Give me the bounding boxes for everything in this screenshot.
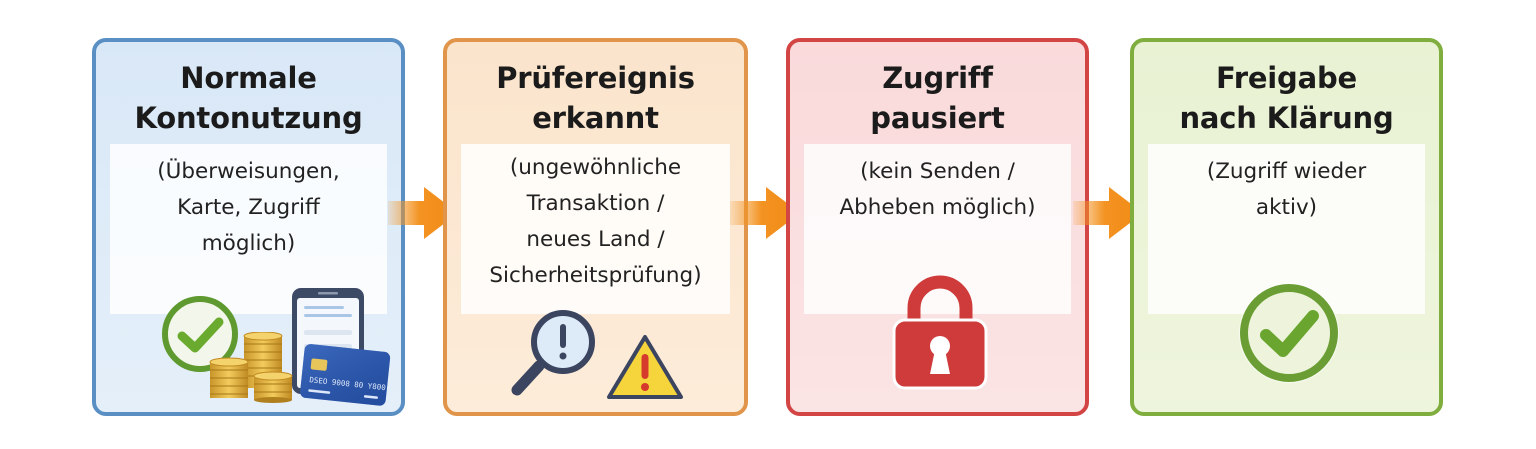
magnifier-alert-icon — [511, 310, 595, 396]
step-description: (Überweisungen, Karte, Zugriff möglich) — [110, 154, 387, 262]
credit-card-icon: DSEO 9008 80 Y800 — [300, 344, 391, 406]
description-box: (Überweisungen, Karte, Zugriff möglich) — [110, 144, 387, 314]
desc-line: (Zugriff wieder — [1206, 159, 1367, 184]
desc-line: Abheben möglich) — [839, 195, 1036, 220]
coins-icon — [209, 332, 293, 403]
title-line: Zugriff — [882, 61, 993, 95]
title-line: nach Klärung — [1179, 101, 1394, 135]
step-card-access-paused: Zugriff pausiert (kein Senden / Abheben … — [786, 38, 1089, 416]
step-title: Prüfereignis erkannt — [447, 58, 744, 138]
desc-line: Transaktion / — [526, 191, 665, 216]
desc-line: neues Land / — [526, 227, 665, 252]
step-title: Normale Kontonutzung — [96, 58, 401, 138]
step-description: (Zugriff wieder aktiv) — [1148, 154, 1425, 226]
desc-line: (ungewöhnliche — [509, 155, 682, 180]
desc-line: Sicherheitsprüfung) — [489, 263, 702, 288]
step-description: (kein Senden / Abheben möglich) — [804, 154, 1071, 226]
title-line: erkannt — [532, 101, 659, 135]
step-description: (ungewöhnliche Transaktion / neues Land … — [461, 150, 730, 294]
padlock-icon — [892, 275, 988, 390]
desc-line: aktiv) — [1255, 195, 1318, 220]
flow-arrow-icon — [730, 187, 800, 239]
warning-triangle-icon — [607, 335, 683, 399]
flow-arrow-icon — [1073, 187, 1143, 239]
desc-line: möglich) — [201, 231, 296, 256]
title-line: Kontonutzung — [134, 101, 363, 135]
desc-line: Karte, Zugriff — [177, 195, 320, 220]
title-line: Normale — [180, 61, 317, 95]
step-card-review-event: Prüfereignis erkannt (ungewöhnliche Tran… — [443, 38, 748, 416]
step-title: Zugriff pausiert — [790, 58, 1085, 138]
desc-line: (Überweisungen, — [157, 159, 340, 184]
title-line: Prüfereignis — [496, 61, 695, 95]
step-card-release-after-clarification: Freigabe nach Klärung (Zugriff wieder ak… — [1130, 38, 1443, 416]
desc-line: (kein Senden / — [860, 159, 1015, 184]
title-line: Freigabe — [1215, 61, 1358, 95]
check-circle-icon — [1239, 283, 1339, 383]
step-title: Freigabe nach Klärung — [1134, 58, 1439, 138]
step-card-normal-usage: Normale Kontonutzung (Überweisungen, Kar… — [92, 38, 405, 416]
title-line: pausiert — [870, 101, 1005, 135]
check-circle-icon — [162, 296, 238, 372]
description-box: (ungewöhnliche Transaktion / neues Land … — [461, 144, 730, 314]
flow-arrow-icon — [388, 187, 458, 239]
